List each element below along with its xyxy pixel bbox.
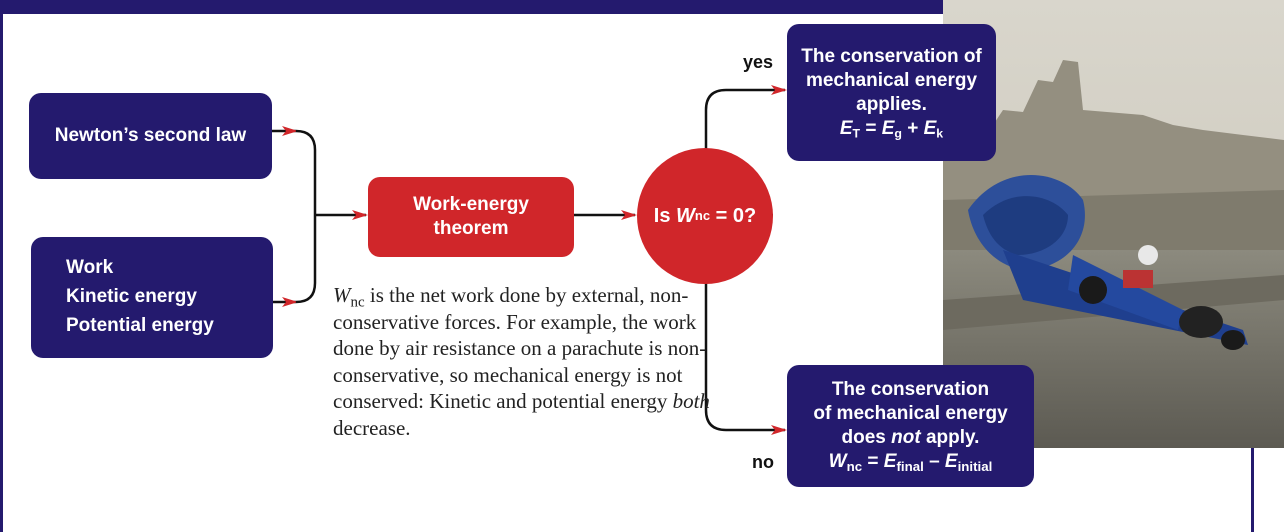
conservation-applies-box: The conservation of mechanical energy ap… <box>787 24 996 161</box>
formula-et: E <box>839 117 853 139</box>
decision-variable: W <box>676 204 695 227</box>
yes-line-1: The conservation of <box>801 45 982 67</box>
nonconservative-work-formula: Wnc = Efinal – Einitial <box>829 450 993 474</box>
decision-prefix: Is <box>653 204 677 227</box>
total-energy-formula: ET = Eg + Ek <box>840 117 943 141</box>
formula-eq-2: = <box>862 451 884 472</box>
conservation-not-applies-box: The conservation of mechanical energy do… <box>787 365 1034 487</box>
theorem-line-2: theorem <box>433 218 509 239</box>
frame-right-border <box>1251 440 1254 532</box>
yes-label: yes <box>743 52 774 72</box>
yes-line-2: mechanical energy <box>805 69 978 91</box>
formula-minus: – <box>923 451 945 472</box>
arrow-yes-branch <box>704 85 787 215</box>
formula-eg: E <box>881 117 895 139</box>
formula-efinal: E <box>883 451 897 472</box>
newton-label: Newton’s second law <box>54 125 247 146</box>
formula-wnc-sub: nc <box>846 458 863 474</box>
header-bar <box>0 0 958 14</box>
formula-wnc: W <box>828 451 847 472</box>
no-line-3: does not apply. <box>842 426 980 450</box>
no-line-2: of mechanical energy <box>813 403 1008 424</box>
formula-einitial: E <box>944 451 958 472</box>
note-text-2: decrease. <box>333 415 411 440</box>
arrow-no-branch <box>704 215 787 435</box>
note-text-1: is the net work done by external, non-co… <box>333 283 707 413</box>
formula-plus: + <box>901 117 924 139</box>
newton-second-law-box: Newton’s second law <box>29 93 272 179</box>
formula-et-sub: T <box>852 126 861 141</box>
decision-suffix: = 0? <box>710 204 757 227</box>
formula-eq: = <box>860 117 882 139</box>
note-subscript: nc <box>350 294 365 311</box>
concept-work: Work <box>66 257 114 278</box>
no-line-3-b: apply. <box>920 427 980 448</box>
no-line-1: The conservation <box>831 379 990 400</box>
concept-potential-energy: Potential energy <box>66 315 214 336</box>
frame-left-border <box>0 0 3 532</box>
no-label: no <box>752 452 774 472</box>
concept-kinetic-energy: Kinetic energy <box>66 286 197 307</box>
formula-ek: E <box>923 117 937 139</box>
theorem-line-1: Work-energy <box>413 194 529 215</box>
merge-bracket <box>295 129 317 304</box>
no-line-3-emphasis: not <box>891 427 921 448</box>
formula-einitial-sub: initial <box>957 458 993 474</box>
no-line-3-a: does <box>841 427 892 448</box>
formula-ek-sub: k <box>936 126 944 141</box>
note-variable: W <box>333 283 351 307</box>
work-energy-theorem-box: Work-energy theorem <box>368 177 574 257</box>
yes-line-3: applies. <box>856 93 927 115</box>
energy-concepts-box: Work Kinetic energy Potential energy <box>31 237 273 358</box>
nonconservative-work-note: Wnc is the net work done by external, no… <box>333 282 713 441</box>
note-emphasis: both <box>672 389 710 413</box>
formula-efinal-sub: final <box>896 458 924 474</box>
formula-eg-sub: g <box>894 126 902 141</box>
